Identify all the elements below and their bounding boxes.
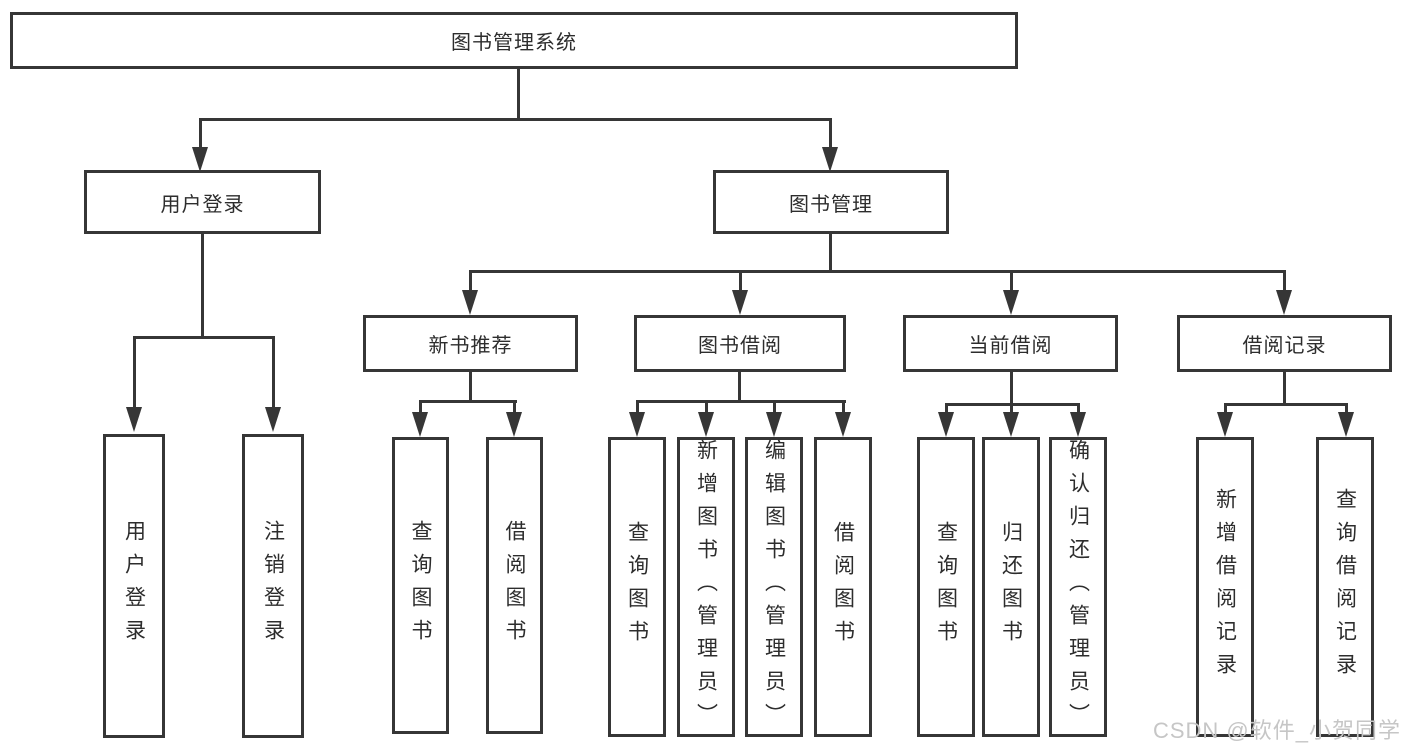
node-confirm-return-admin: 确认归还（管理员） <box>1049 437 1107 737</box>
arrow-down-icon <box>1003 412 1019 437</box>
connector-arrow-stem <box>1010 403 1013 413</box>
node-label: 借阅图书 <box>831 521 855 653</box>
node-label: 新书推荐 <box>428 335 513 357</box>
arrow-down-icon <box>938 412 954 437</box>
node-current-borrowing: 当前借阅 <box>903 315 1118 372</box>
connector-bookmgmt-stem <box>829 234 832 271</box>
connector-arrow-stem <box>636 400 639 413</box>
connector-arrow-stem <box>1077 403 1080 413</box>
connector-records-stem <box>1283 372 1286 403</box>
connector-arrow-stem <box>773 400 776 413</box>
node-query-borrow-record: 查询借阅记录 <box>1316 437 1374 737</box>
connector-arrow-stem <box>705 400 708 413</box>
connector-arrow-stem <box>1345 403 1348 413</box>
arrow-down-icon <box>506 412 522 437</box>
arrow-down-icon <box>1217 412 1233 437</box>
connector-root-hline <box>199 118 831 121</box>
connector-root-stem <box>517 69 520 118</box>
node-label: 注销登录 <box>261 520 285 652</box>
node-add-borrow-record: 新增借阅记录 <box>1196 437 1254 737</box>
arrow-down-icon <box>766 412 782 437</box>
node-new-book-recommendation: 新书推荐 <box>363 315 578 372</box>
node-label: 查询借阅记录 <box>1333 488 1357 686</box>
connector-userlogin-stem <box>201 234 204 336</box>
connector-arrow-stem <box>945 403 948 413</box>
connector-arrow-stem <box>419 400 422 413</box>
node-label: 查询图书 <box>409 519 432 652</box>
connector-currentborrow-stem <box>1010 372 1013 403</box>
node-user-login: 用户登录 <box>84 170 321 234</box>
arrow-down-icon <box>126 407 142 432</box>
connector-bookborrow-hline <box>636 400 846 403</box>
node-return-books: 归还图书 <box>982 437 1040 737</box>
arrow-down-icon <box>629 412 645 437</box>
connector-arrow-stem <box>842 400 845 413</box>
connector-bookmgmt-hline <box>469 270 1286 273</box>
connector-arrow-stem <box>829 118 832 150</box>
node-label: 借阅图书 <box>503 519 526 652</box>
arrow-down-icon <box>835 412 851 437</box>
node-label: 图书借阅 <box>698 335 782 357</box>
node-book-management: 图书管理 <box>713 170 949 234</box>
connector-newbooks-hline <box>419 400 517 403</box>
connector-arrow-stem <box>199 118 202 150</box>
connector-arrow-stem <box>1224 403 1227 413</box>
node-label: 当前借阅 <box>968 335 1053 357</box>
connector-records-hline <box>1224 403 1348 406</box>
node-borrow-books: 借阅图书 <box>814 437 872 737</box>
connector-arrow-stem <box>513 400 516 413</box>
node-label: 用户登录 <box>160 193 245 216</box>
arrow-down-icon <box>1276 290 1292 315</box>
arrow-down-icon <box>732 290 748 315</box>
node-label: 编辑图书（管理员） <box>762 438 786 736</box>
node-user-login-leaf: 用户登录 <box>103 434 165 738</box>
node-label: 归还图书 <box>999 521 1023 653</box>
node-label: 图书管理 <box>789 193 873 216</box>
node-label: 新增借阅记录 <box>1213 488 1237 686</box>
arrow-down-icon <box>462 290 478 315</box>
node-edit-books-admin: 编辑图书（管理员） <box>745 437 803 737</box>
arrow-down-icon <box>1003 290 1019 315</box>
watermark: CSDN @软件_小贺同学 <box>1152 718 1401 743</box>
connector-arrow-stem <box>739 270 742 292</box>
node-label: 借阅记录 <box>1242 335 1327 357</box>
node-label: 确认归还（管理员） <box>1066 438 1090 736</box>
arrow-down-icon <box>1070 412 1086 437</box>
node-label: 查询图书 <box>625 521 649 653</box>
arrow-down-icon <box>192 147 208 172</box>
connector-arrow-stem <box>1283 270 1286 292</box>
node-book-borrowing: 图书借阅 <box>634 315 846 372</box>
connector-userlogin-hline <box>133 336 275 339</box>
node-label: 新增图书（管理员） <box>694 438 718 736</box>
connector-arrow-stem <box>133 336 136 409</box>
node-label: 查询图书 <box>934 521 958 653</box>
node-label: 图书管理系统 <box>451 32 577 54</box>
node-label: 用户登录 <box>122 520 146 652</box>
node-book-management-system: 图书管理系统 <box>10 12 1018 69</box>
arrow-down-icon <box>412 412 428 437</box>
node-query-books-borrow: 查询图书 <box>608 437 666 737</box>
connector-newbooks-stem <box>469 372 472 402</box>
arrow-down-icon <box>822 147 838 172</box>
connector-arrow-stem <box>469 270 472 292</box>
connector-bookborrow-stem <box>738 372 741 402</box>
node-query-books-current: 查询图书 <box>917 437 975 737</box>
node-add-books-admin: 新增图书（管理员） <box>677 437 735 737</box>
node-query-books-recommend: 查询图书 <box>392 437 449 734</box>
connector-arrow-stem <box>1010 270 1013 292</box>
arrow-down-icon <box>698 412 714 437</box>
arrow-down-icon <box>1338 412 1354 437</box>
node-logout: 注销登录 <box>242 434 304 738</box>
arrow-down-icon <box>265 407 281 432</box>
node-borrow-books-recommend: 借阅图书 <box>486 437 543 734</box>
connector-arrow-stem <box>272 336 275 409</box>
node-borrowing-records: 借阅记录 <box>1177 315 1392 372</box>
